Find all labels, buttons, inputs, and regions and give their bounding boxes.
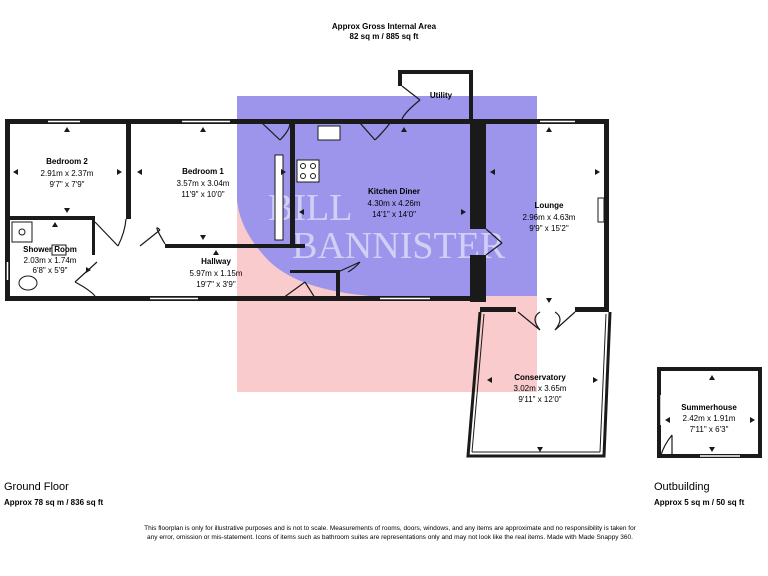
utility-left bbox=[398, 70, 402, 86]
lounge-right bbox=[604, 119, 609, 311]
shower-drain-icon bbox=[18, 228, 26, 236]
bedroom2-label: Bedroom 2 bbox=[46, 157, 88, 166]
bedroom2-imperial: 9'7" x 7'9" bbox=[50, 180, 85, 189]
outbuilding-area: Approx 5 sq m / 50 sq ft bbox=[654, 498, 745, 507]
lounge-imperial: 9'9" x 15'2" bbox=[529, 224, 569, 233]
toilet-icon bbox=[18, 275, 38, 291]
kitchen-divider bbox=[290, 119, 295, 247]
hallway-metric: 5.97m x 1.15m bbox=[190, 269, 243, 278]
shower-metric: 2.03m x 1.74m bbox=[24, 256, 77, 265]
bedroom2-metric: 2.91m x 2.37m bbox=[41, 169, 94, 178]
fireplace-icon bbox=[597, 197, 605, 223]
lounge-bottom-right bbox=[575, 307, 609, 312]
measure-arrows bbox=[13, 127, 755, 452]
shower-fittings bbox=[11, 221, 67, 291]
gross-area-title: Approx Gross Internal Area bbox=[331, 22, 437, 31]
ground-floor-area: Approx 78 sq m / 836 sq ft bbox=[4, 498, 104, 507]
bed1-bottom bbox=[165, 244, 305, 248]
bed-divider bbox=[126, 119, 131, 219]
basin-icon bbox=[51, 244, 67, 256]
bedroom1-label: Bedroom 1 bbox=[182, 167, 224, 176]
hob-icon bbox=[296, 159, 320, 183]
kitchen-metric: 4.30m x 4.26m bbox=[368, 199, 421, 208]
bottom-wall bbox=[5, 296, 485, 301]
summerhouse-outline bbox=[657, 367, 762, 458]
disclaimer: This floorplan is only for illustrative … bbox=[144, 525, 636, 541]
summerhouse-metric: 2.42m x 1.91m bbox=[683, 414, 736, 423]
kitchen-label: Kitchen Diner bbox=[368, 187, 420, 196]
utility-right bbox=[469, 70, 473, 120]
hallway-imperial: 19'7" x 3'9" bbox=[196, 280, 236, 289]
windows bbox=[6, 120, 575, 300]
bed2-bottom bbox=[5, 216, 95, 220]
bedroom1-metric: 3.57m x 3.04m bbox=[177, 179, 230, 188]
wardrobe-icon bbox=[274, 154, 284, 241]
shower-label: Shower Room bbox=[23, 245, 77, 254]
conservatory-imperial: 9'11" x 12'0" bbox=[518, 395, 561, 404]
top-wall bbox=[5, 119, 609, 124]
watermark-blue-block bbox=[237, 96, 537, 296]
hall-step-vert bbox=[336, 270, 340, 300]
ground-floor-title: Ground Floor bbox=[4, 481, 69, 493]
kitchen-fittings bbox=[274, 125, 341, 241]
lounge-label: Lounge bbox=[535, 201, 564, 210]
gross-area-value: 82 sq m / 885 sq ft bbox=[349, 32, 419, 41]
utility-top bbox=[398, 70, 472, 74]
lounge-wall-lower bbox=[470, 255, 486, 302]
conservatory-metric: 3.02m x 3.65m bbox=[514, 384, 567, 393]
conservatory-outline bbox=[466, 311, 612, 458]
lounge-metric: 2.96m x 4.63m bbox=[523, 213, 576, 222]
hall-step bbox=[290, 270, 338, 273]
sink-icon bbox=[317, 125, 341, 141]
shower-imperial: 6'8" x 5'9" bbox=[33, 266, 68, 275]
conservatory-label: Conservatory bbox=[514, 373, 566, 382]
summerhouse-imperial: 7'11" x 6'3" bbox=[690, 425, 729, 434]
lounge-wall-upper bbox=[470, 119, 486, 229]
left-wall bbox=[5, 119, 10, 301]
summerhouse-label: Summerhouse bbox=[681, 403, 737, 412]
lounge-bottom-left bbox=[480, 307, 516, 312]
outbuilding-title: Outbuilding bbox=[654, 481, 710, 493]
walls bbox=[5, 70, 609, 312]
shower-right bbox=[92, 219, 95, 255]
utility-label: Utility bbox=[430, 91, 453, 100]
kitchen-imperial: 14'1" x 14'0" bbox=[372, 210, 416, 219]
hallway-label: Hallway bbox=[201, 257, 231, 266]
bedroom1-imperial: 11'9" x 10'0" bbox=[181, 190, 224, 199]
